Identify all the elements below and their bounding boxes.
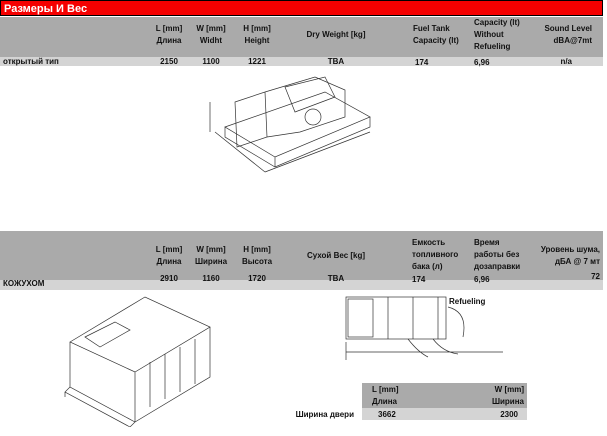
table2-cell-width: 1160 — [202, 274, 220, 283]
table2-row-label: КОЖУХОМ — [3, 279, 45, 288]
table2-cell-dry-weight: TBA — [327, 274, 345, 283]
table2-header-length: L [mm]Длина — [155, 245, 183, 266]
table1-cell-dry-weight: TBA — [327, 57, 345, 66]
table1-header-height: H [mm]Height — [243, 24, 271, 45]
table2-cell-sound-level: 72 — [591, 272, 600, 281]
table1-header-dry-weight: Dry Weight [kg] — [306, 30, 366, 39]
table2-header-width: W [mm]Ширина — [194, 245, 228, 266]
table2-header-dry-weight: Сухой Вес [kg] — [306, 251, 366, 260]
table1-cell-fuel-tank: 174 — [415, 58, 429, 67]
table3-header — [362, 383, 527, 408]
table3-row — [362, 408, 527, 420]
table1-cell-sound-level: n/a — [560, 57, 572, 66]
table3-cell-length: 3662 — [378, 410, 396, 419]
table1-cell-height: 1221 — [248, 57, 266, 66]
table2-header-sound-level: Уровень шума,дБА @ 7 мт — [540, 245, 600, 266]
table1-header — [0, 17, 603, 57]
canopy-generator-drawing — [64, 296, 211, 427]
table3-header-width: W [mm]Ширина — [491, 385, 524, 406]
table1-header-length: L [mm]Длина — [155, 24, 183, 45]
section-title: Размеры И Вес — [0, 0, 603, 16]
table1-cell-capacity: 6,96 — [474, 58, 490, 67]
table2-cell-runtime: 6,96 — [474, 275, 490, 284]
drawing-label: Refueling — [449, 297, 486, 306]
open-generator-drawing — [209, 76, 371, 173]
table3-cell-width: 2300 — [500, 410, 518, 419]
table1-header-width: W [mm]Widht — [196, 24, 226, 45]
table3-header-length: L [mm]Длина — [372, 385, 399, 406]
table2-cell-height: 1720 — [248, 274, 266, 283]
table2-header — [0, 231, 603, 280]
table2-header-height: H [mm]Высота — [241, 245, 273, 266]
table2-cell-length: 2910 — [160, 274, 178, 283]
table2-row — [0, 280, 603, 290]
table1-cell-width: 1100 — [202, 57, 220, 66]
canopy-top-view-drawing — [345, 296, 503, 360]
table1-cell-length: 2150 — [160, 57, 178, 66]
table2-cell-fuel-tank: 174 — [412, 275, 426, 284]
table1-row-label: открытый тип — [3, 57, 59, 66]
table3-row-label: Ширина двери — [295, 410, 354, 419]
table1-row — [0, 57, 603, 66]
